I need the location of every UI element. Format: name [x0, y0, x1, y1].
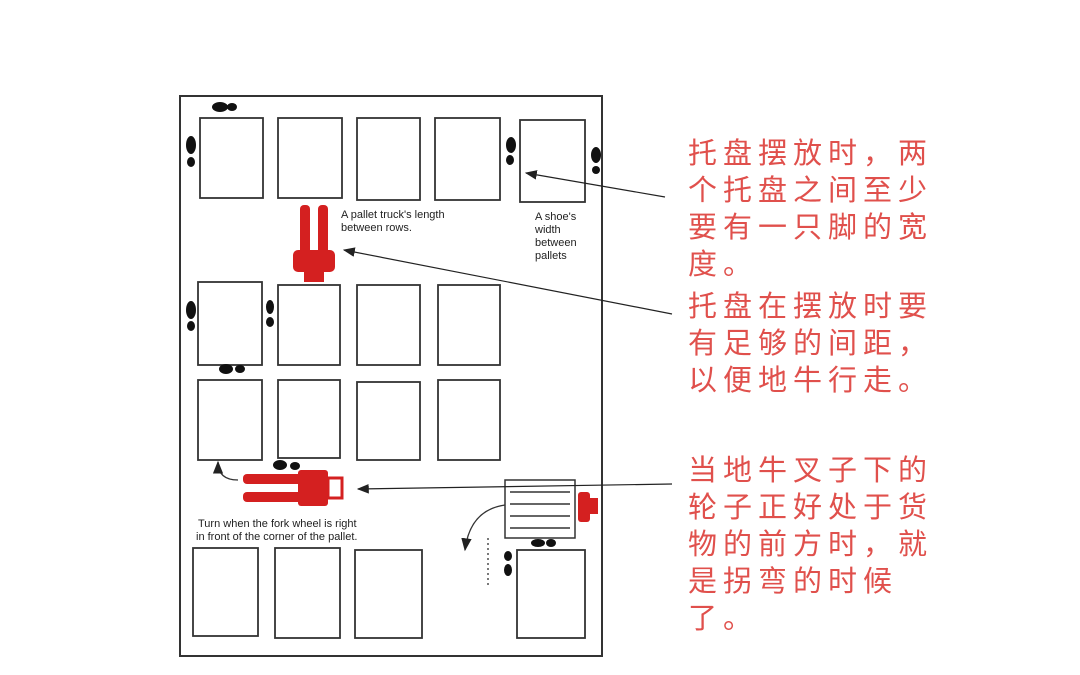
pointer-arrows — [342, 170, 673, 494]
pallet — [437, 284, 501, 366]
turn-arrows — [212, 460, 506, 585]
pallet — [516, 549, 586, 639]
warehouse-border — [179, 95, 603, 657]
pallet — [192, 547, 259, 637]
label-turn: Turn when the fork wheel is right — [198, 518, 357, 530]
label-shoe-width: A shoe's — [535, 211, 577, 223]
footprints — [186, 102, 601, 576]
pallet — [197, 379, 263, 461]
pallet — [274, 547, 341, 639]
pallet — [277, 379, 341, 459]
pallet — [356, 284, 421, 366]
pallet — [197, 281, 263, 366]
pallet — [277, 284, 341, 366]
label-truck-length: A pallet truck's length — [341, 209, 445, 221]
hatched-pallet — [504, 479, 576, 539]
pallet — [437, 379, 501, 461]
pallet — [519, 119, 586, 203]
label-shoe-width-3: between — [535, 237, 577, 249]
pallet — [356, 381, 421, 461]
pallets — [192, 117, 586, 639]
pallet — [434, 117, 501, 201]
pallet — [277, 117, 343, 199]
label-truck-length-2: between rows. — [341, 222, 412, 234]
label-shoe-width-4: pallets — [535, 250, 567, 262]
pallet-truck-horizontal — [243, 470, 598, 522]
note-turn-timing: 当地牛叉子下的轮子正好处于货物的前方时，就是拐弯的时候了。 — [688, 453, 934, 635]
note-shoe-width: 托盘摆放时，两个托盘之间至少要有一只脚的宽度。 — [688, 136, 934, 281]
pallet-truck-vertical — [293, 205, 335, 282]
label-shoe-width-2: width — [534, 224, 561, 236]
note-truck-spacing: 托盘在摆放时要有足够的间距，以便地牛行走。 — [688, 289, 934, 397]
pallet — [356, 117, 421, 201]
label-turn-2: in front of the corner of the pallet. — [196, 531, 357, 543]
pallet — [354, 549, 423, 639]
pallet — [199, 117, 264, 199]
